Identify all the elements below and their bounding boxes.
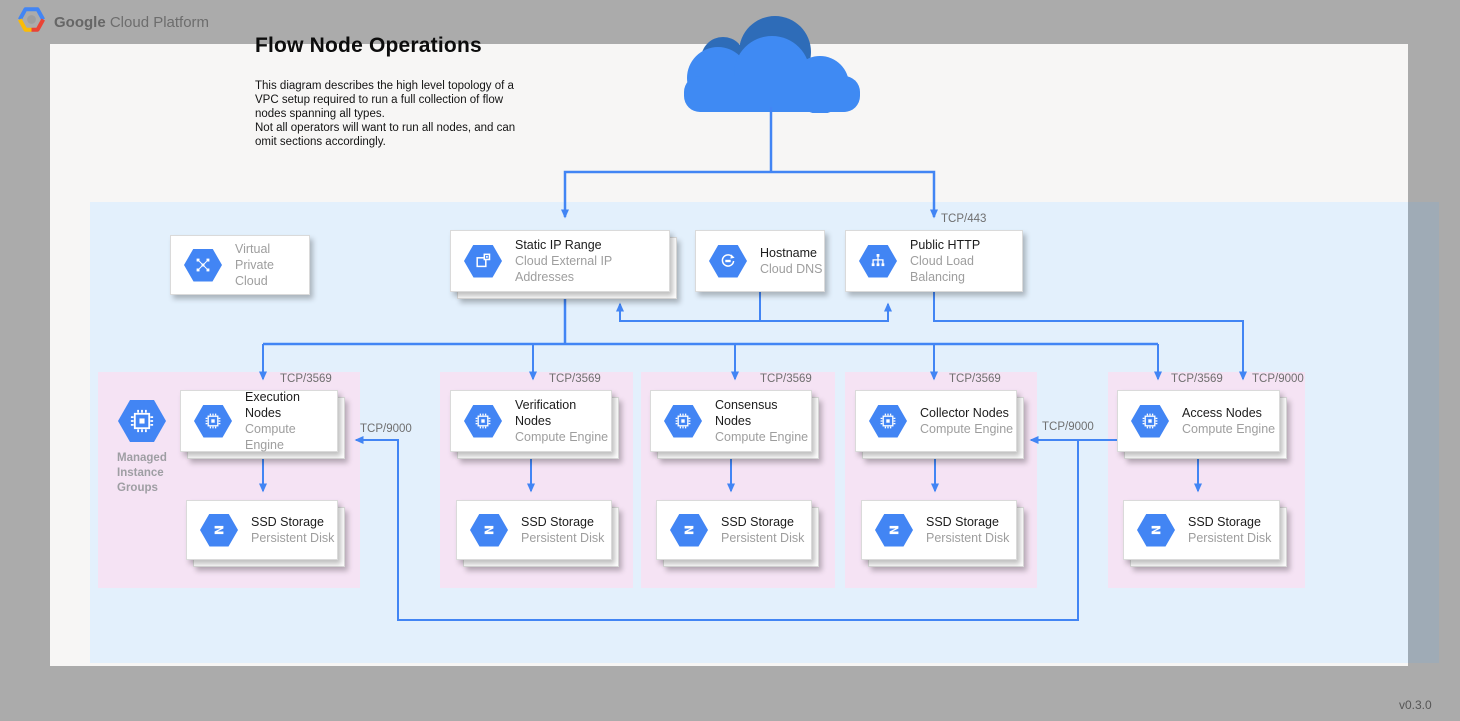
edge-label-tcp3569: TCP/3569 [549,373,601,385]
card-subtitle: Compute Engine [715,430,809,444]
card-title: Consensus Nodes [715,398,778,428]
internet-cloud-icon [660,12,875,118]
gcp-logo-lockup: Google Cloud Platform [18,7,209,37]
card-subtitle: Persistent Disk [521,531,605,545]
page-description: This diagram describes the high level to… [255,79,515,149]
description-line: Not all operators will want to run all n… [255,122,516,134]
card-title: Public HTTP [910,238,981,252]
card-subtitle: Persistent Disk [721,531,805,545]
cloud-dns-icon [709,244,747,278]
description-line: This diagram describes the high level to… [255,80,514,92]
card-title: SSD Storage [926,515,999,529]
card-title: SSD Storage [721,515,794,529]
compute-engine-icon [664,404,702,438]
card-title: SSD Storage [1188,515,1261,529]
gcp-logo-icon [18,7,45,37]
card-subtitle: Compute Engine [920,422,1014,436]
card-title: Access Nodes [1182,406,1262,420]
card-subtitle: Cloud Load Balancing [910,254,974,284]
vpc-icon [184,248,222,282]
description-line: omit sections accordingly. [255,136,386,148]
card-title: Static IP Range [515,238,602,252]
mig-label-line: Groups [117,482,158,494]
page-title: Flow Node Operations [255,34,482,57]
edge-label-tcp3569: TCP/3569 [280,373,332,385]
brand-text-rest: Cloud Platform [109,13,210,31]
card-subtitle: Compute Engine [1182,422,1276,436]
persistent-disk-icon [670,513,708,547]
vpc-card-title: Virtual [235,242,271,256]
card-public-http: Public HTTP Cloud Load Balancing [845,230,1023,292]
compute-engine-icon [1131,404,1169,438]
card-subtitle: Compute Engine [515,430,609,444]
card-title: Verification Nodes [515,398,577,428]
edge-label-tcp9000: TCP/9000 [1042,421,1094,433]
card-subtitle: Compute Engine [245,422,296,452]
card-title: Hostname [760,246,817,260]
brand-text: Google Cloud Platform [54,14,209,31]
card-title: SSD Storage [521,515,594,529]
card-subtitle: Cloud External IP Addresses [515,254,613,284]
card-title: Collector Nodes [920,406,1009,420]
vpc-region-overflow [1408,202,1439,663]
description-line: VPC setup required to run a full collect… [255,94,504,106]
persistent-disk-icon [1137,513,1175,547]
edge-label-tcp443: TCP/443 [941,213,987,225]
external-ip-icon [464,244,502,278]
mig-label-line: Instance [117,467,164,479]
mig-label-line: Managed [117,452,167,464]
card-subtitle: Persistent Disk [251,531,335,545]
description-line: nodes spanning all types. [255,108,385,120]
compute-engine-icon [194,404,232,438]
edge-label-tcp9000: TCP/9000 [1252,373,1304,385]
vpc-card-subtitle: Private Cloud [235,258,274,288]
version-label: v0.3.0 [1399,698,1432,712]
edge-label-tcp3569: TCP/3569 [760,373,812,385]
card-subtitle: Persistent Disk [926,531,1010,545]
edge-label-tcp9000: TCP/9000 [360,423,412,435]
load-balancing-icon [859,244,897,278]
card-title: SSD Storage [251,515,324,529]
card-subtitle: Persistent Disk [1188,531,1272,545]
managed-instance-groups-label: Managed Instance Groups [117,451,167,496]
persistent-disk-icon [200,513,238,547]
compute-engine-icon [464,404,502,438]
card-subtitle: Cloud DNS [760,262,823,276]
edge-label-tcp3569: TCP/3569 [1171,373,1223,385]
edge-label-tcp3569: TCP/3569 [949,373,1001,385]
persistent-disk-icon [875,513,913,547]
compute-engine-icon [869,404,907,438]
persistent-disk-icon [470,513,508,547]
card-title: Execution Nodes [245,390,300,420]
managed-instance-groups-icon [118,400,166,442]
brand-text-bold: Google [54,13,106,31]
